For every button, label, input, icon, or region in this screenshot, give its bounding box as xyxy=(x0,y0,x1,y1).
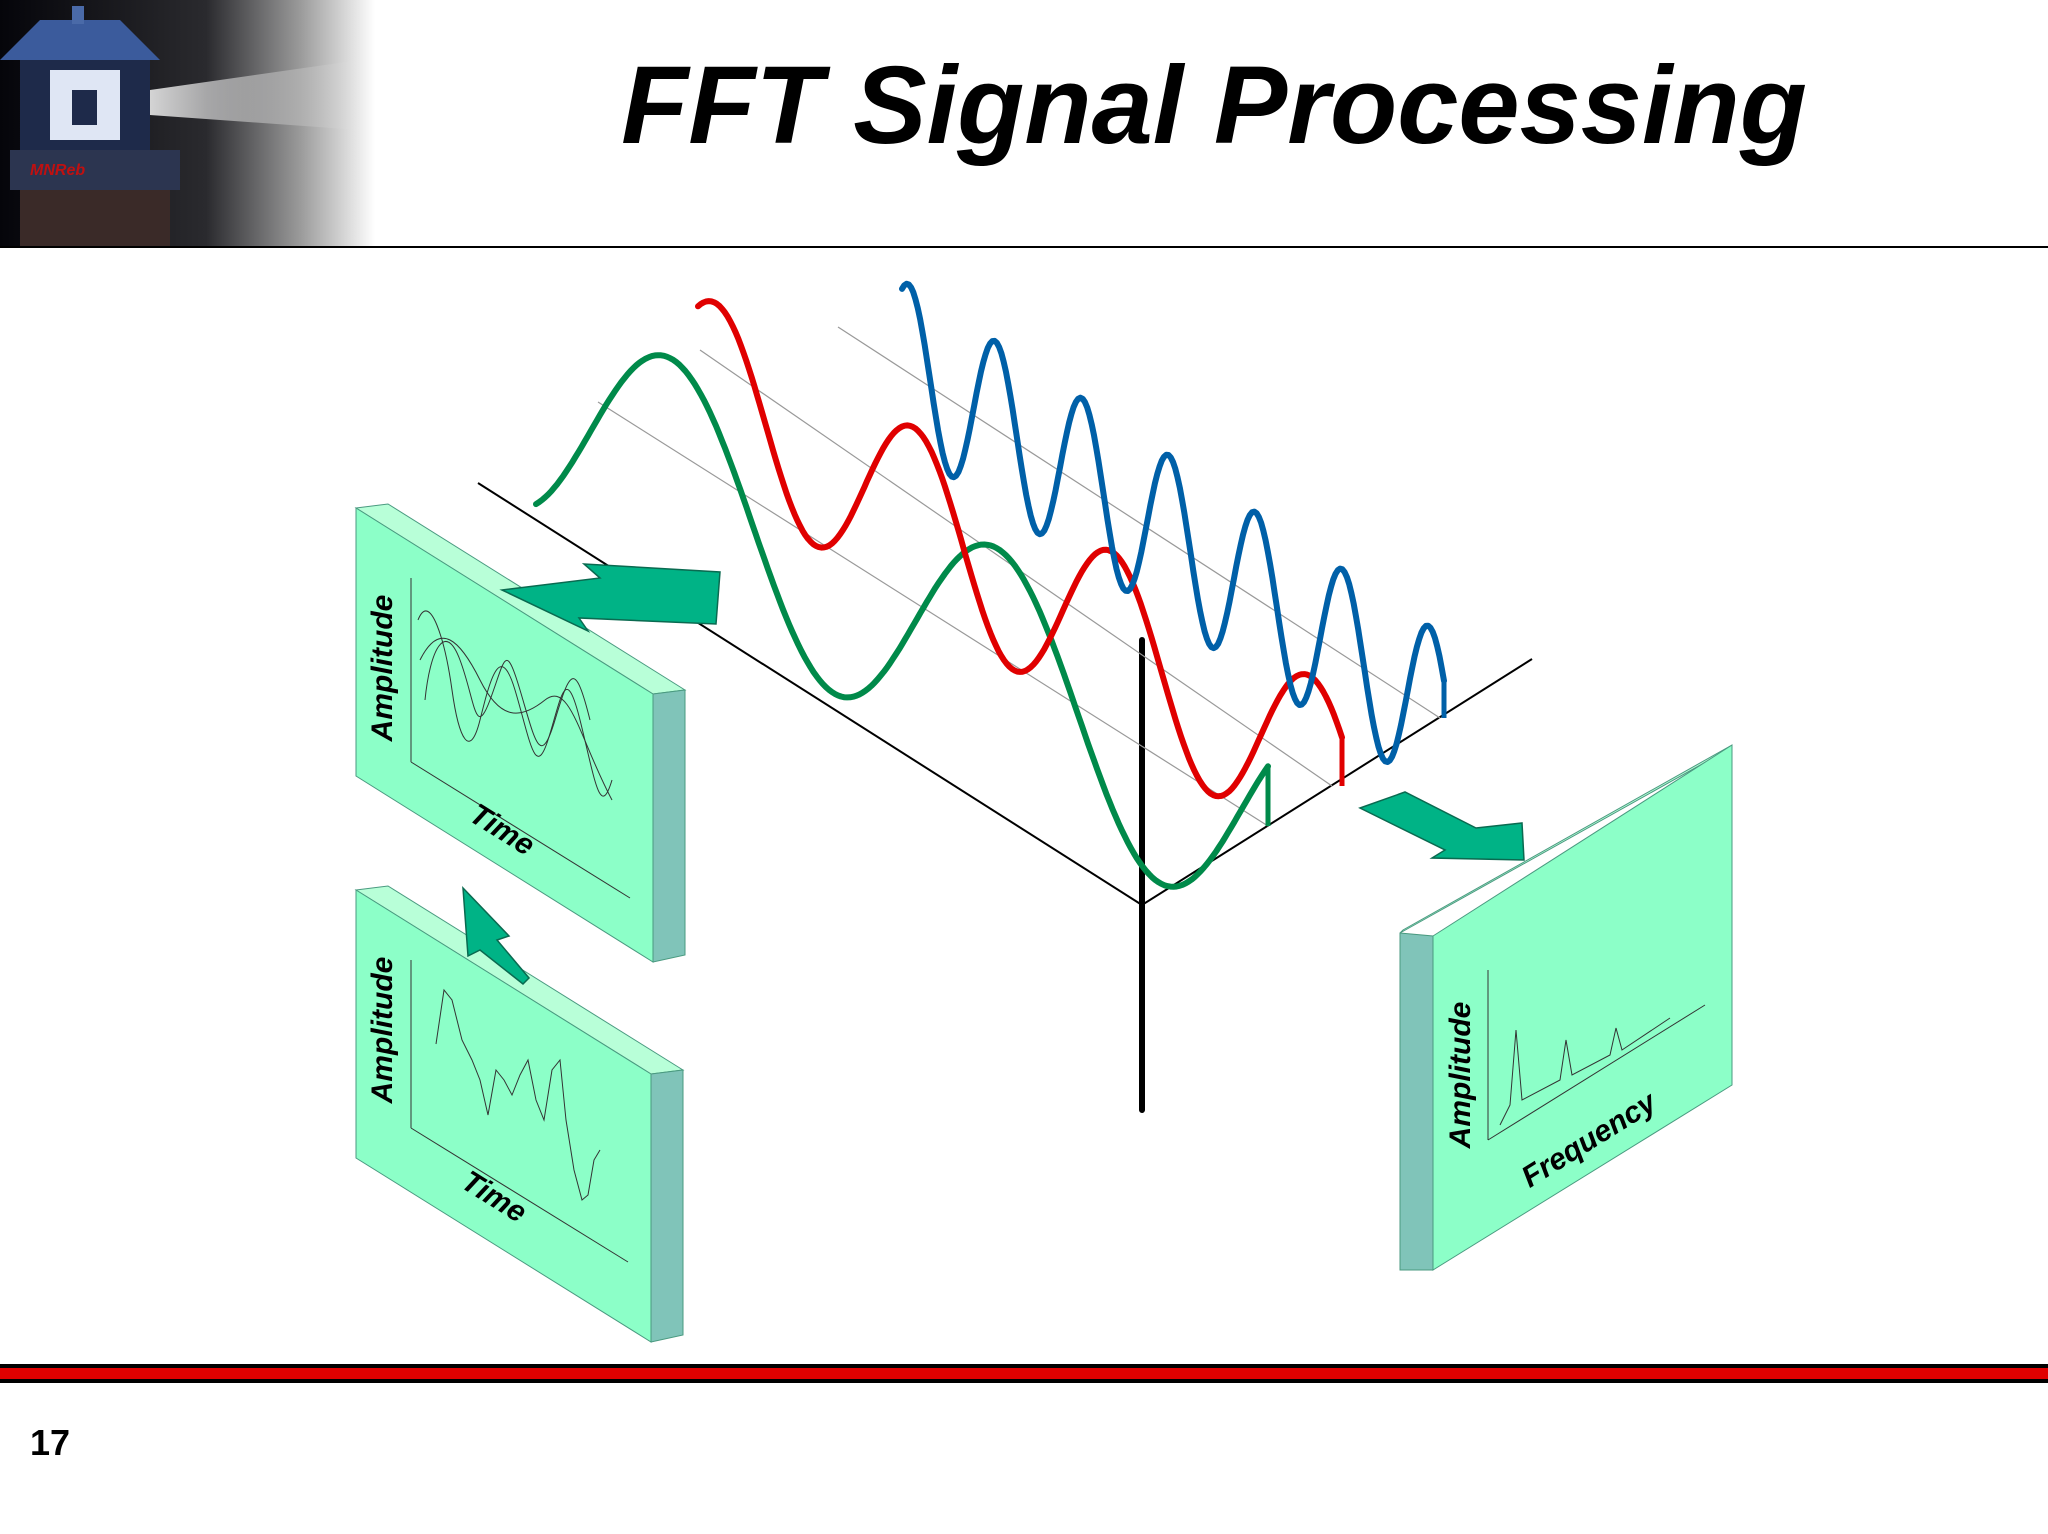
y-axis-label: Amplitude xyxy=(1444,1002,1477,1150)
arrow-up-icon xyxy=(462,885,531,986)
time-axis-back xyxy=(477,482,1143,906)
logo-text: MNReb xyxy=(30,162,85,179)
panel-face xyxy=(355,889,652,1343)
panel-side-edge xyxy=(652,689,686,963)
x-axis-line xyxy=(410,1127,629,1263)
superposed-waves xyxy=(417,610,613,797)
footer-rule xyxy=(0,1364,2048,1383)
arrow-out-to-spectrum-icon xyxy=(1358,791,1525,861)
y-axis-label: Amplitude xyxy=(366,595,399,743)
fft-diagram: Amplitude Time Amplitude Time Amplitude … xyxy=(354,280,1733,1343)
page-number: 17 xyxy=(30,1422,71,1463)
panel-side-edge xyxy=(1399,932,1434,1271)
low-frequency-wave xyxy=(533,352,1271,890)
y-axis-label: Amplitude xyxy=(366,957,399,1105)
spectrum-trace xyxy=(1499,1017,1671,1126)
x-axis-line xyxy=(410,761,631,899)
high-frequency-wave xyxy=(899,280,1447,765)
raw-signal-trace xyxy=(435,988,601,1201)
title-divider xyxy=(0,246,2048,248)
panel-face xyxy=(1432,744,1733,1271)
lighthouse-logo: MNReb xyxy=(0,0,375,248)
panel-side-edge xyxy=(650,1069,684,1343)
panel-face xyxy=(355,507,654,963)
slide-title: FFT Signal Processing xyxy=(621,44,1807,167)
arrow-into-transform-icon xyxy=(499,563,721,633)
panel-raw-signal: Amplitude Time xyxy=(354,885,685,1343)
x-axis-line xyxy=(1487,1004,1706,1141)
mid-frequency-wave xyxy=(695,298,1345,800)
